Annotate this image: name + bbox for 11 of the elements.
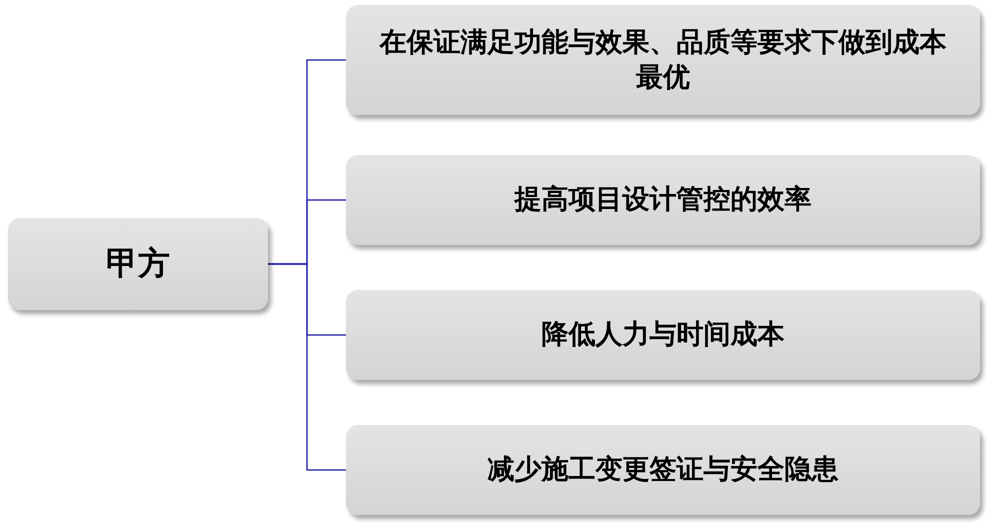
box-text: 在保证满足功能与效果、品质等要求下做到成本最优 [378,26,948,95]
box-text: 降低人力与时间成本 [542,318,784,352]
box-text: 提高项目设计管控的效率 [514,183,812,218]
box-text: 减少施工变更签证与安全隐患 [488,453,838,488]
rounded-box [346,5,980,115]
rounded-box [346,290,980,380]
rounded-box [8,218,268,310]
connector-line [268,263,346,471]
rounded-box [346,155,980,245]
rounded-box [346,425,980,515]
box-text: 甲方 [106,243,170,284]
